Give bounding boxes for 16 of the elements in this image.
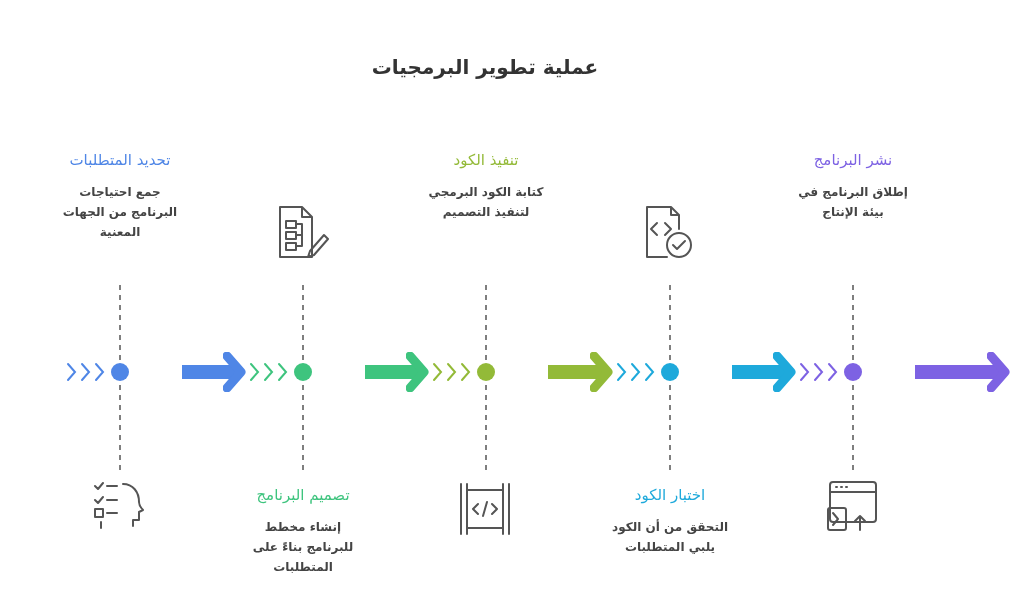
step-heading: تحديد المتطلبات (68, 150, 172, 170)
step-description: كتابة الكود البرمجي لتنفيذ التصميم (427, 184, 545, 221)
step-heading: اختبار الكود (633, 485, 707, 505)
arrow (365, 351, 429, 393)
arrow (915, 351, 1010, 393)
step-heading: تصميم البرنامج (255, 485, 351, 505)
step-description: إنشاء مخطط للبرنامج بناءً على المتطلبات (251, 519, 355, 576)
step-heading: نشر البرنامج (812, 150, 894, 170)
arrow (732, 351, 796, 393)
step-description: جمع احتياجات البرنامج من الجهات المعنية (61, 184, 179, 241)
step-description: إطلاق البرنامج في بيئة الإنتاج (797, 184, 909, 221)
arrow (548, 351, 613, 393)
diagram-title: عملية تطوير البرمجيات (370, 55, 600, 79)
arrow (182, 351, 246, 393)
step-description: التحقق من أن الكود يلبي المتطلبات (611, 518, 729, 556)
step-heading: تنفيذ الكود (452, 150, 520, 170)
